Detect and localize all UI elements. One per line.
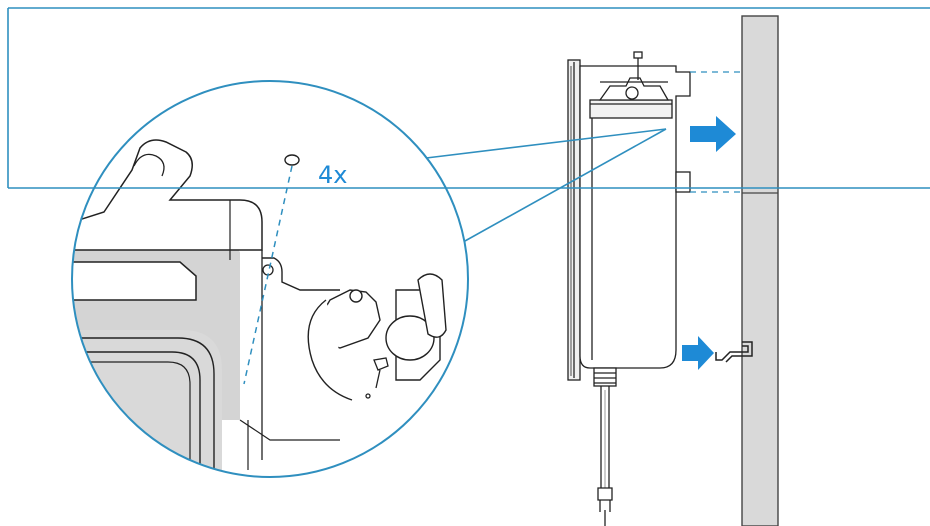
mounting-hook-icon bbox=[715, 341, 753, 363]
detail-circle-outline bbox=[71, 80, 469, 478]
right-arrow-icon bbox=[690, 116, 736, 152]
right-arrow-icon bbox=[682, 336, 714, 370]
wallbox-device bbox=[567, 51, 691, 526]
wall bbox=[741, 15, 779, 526]
highlight-frame bbox=[7, 7, 930, 189]
screw-icon bbox=[284, 154, 300, 166]
detail-view bbox=[72, 81, 468, 477]
screw-count-label: 4x bbox=[318, 161, 347, 189]
alignment-lines bbox=[690, 71, 742, 193]
